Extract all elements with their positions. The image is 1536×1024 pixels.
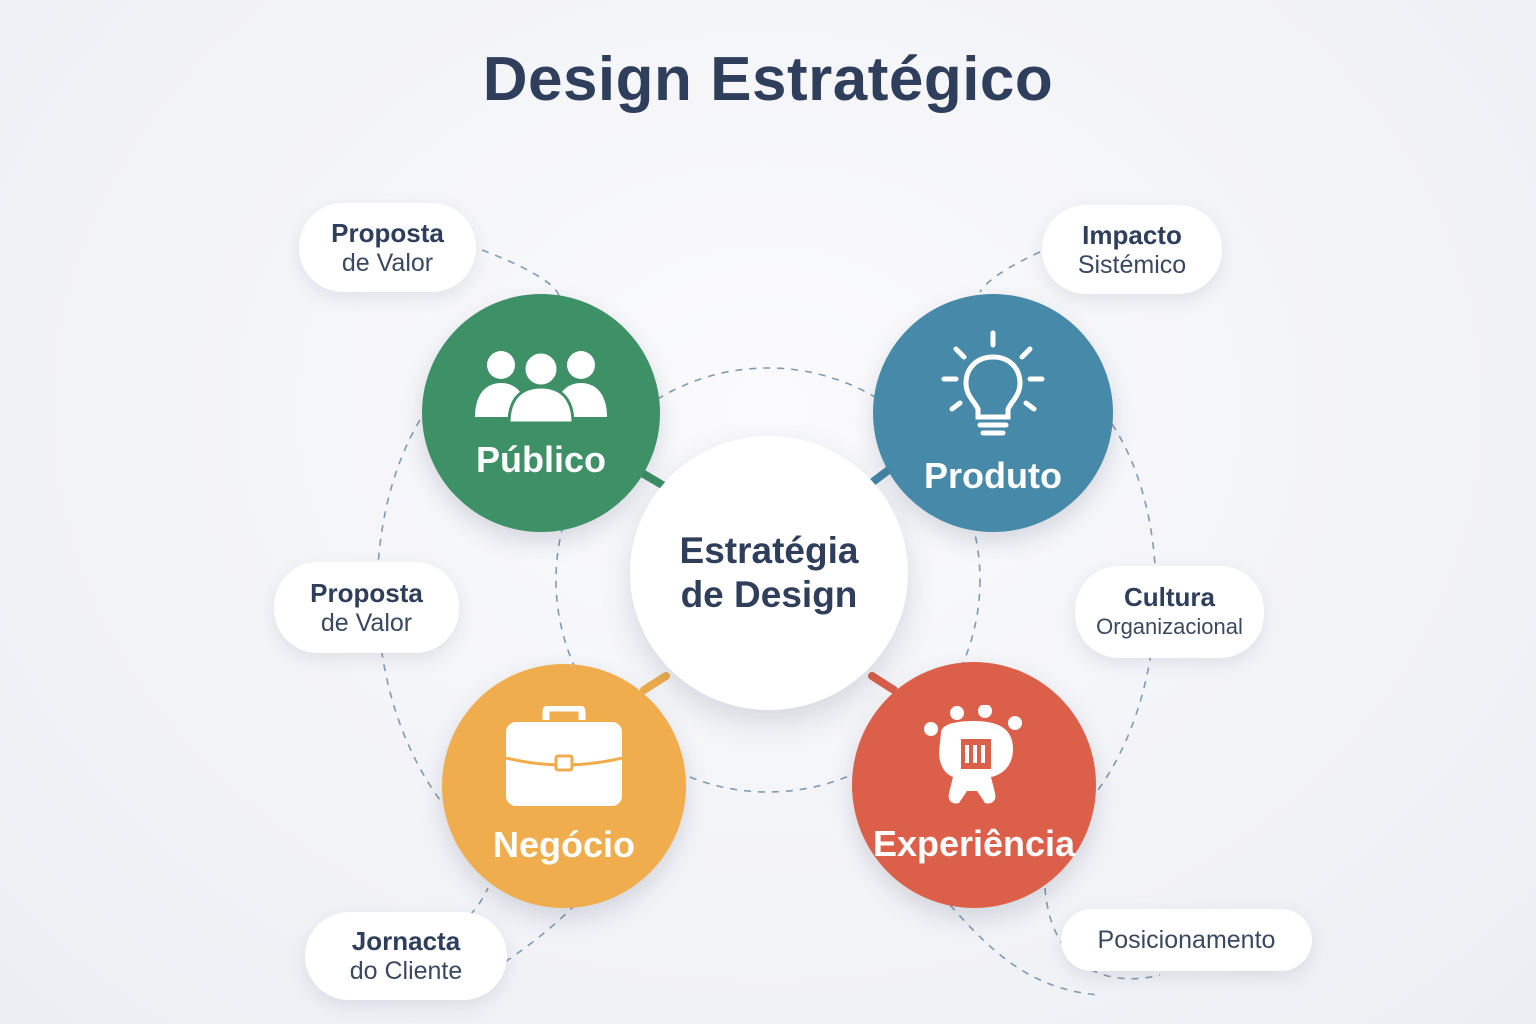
center-line-2: de Design [680, 574, 858, 615]
node-label: Negócio [492, 824, 635, 865]
connector-experiencia [868, 672, 898, 694]
pill-title: Proposta [310, 577, 423, 608]
pill-proposta-valor-mid[interactable]: Proposta de Valor [274, 562, 459, 653]
pill-label: Posicionamento [1097, 926, 1276, 954]
node-negocio[interactable]: Negócio [442, 664, 686, 908]
node-label: Produto [924, 455, 1062, 496]
pill-jornada-cliente[interactable]: Jornacta do Cliente [305, 912, 507, 1000]
node-publico[interactable]: Público [422, 294, 660, 532]
node-label: Público [475, 439, 606, 480]
pill-subtitle: de Valor [320, 608, 413, 637]
inner-dashed-ring [555, 367, 981, 793]
lightbulb-icon [941, 330, 1045, 436]
pill-title: Cultura [1124, 582, 1215, 612]
people-group-icon [475, 350, 607, 425]
experience-mascot-icon [924, 705, 1022, 804]
pill-title: Impacto [1082, 219, 1182, 250]
page-title: Design Estratégico [482, 45, 1054, 114]
center-node[interactable]: Estratégia de Design [630, 436, 908, 710]
pill-title: Proposta [331, 217, 444, 248]
pill-cultura-organizacional[interactable]: Cultura Organizacional [1075, 566, 1264, 658]
connector-publico [638, 469, 668, 490]
pill-proposta-valor-top[interactable]: Proposta de Valor [299, 203, 476, 292]
dashed-curve-right [979, 251, 1157, 791]
pill-subtitle: do Cliente [349, 957, 463, 985]
pill-subtitle: Organizacional [1096, 614, 1243, 639]
connector-negocio [640, 672, 670, 694]
dashed-curve-left [376, 249, 561, 801]
node-label: Experiência [872, 823, 1076, 864]
pill-impacto-sistemico[interactable]: Impacto Sistémico [1042, 205, 1222, 294]
pill-posicionamento[interactable]: Posicionamento [1061, 909, 1312, 971]
center-line-1: Estratégia [679, 530, 859, 571]
briefcase-icon [505, 706, 623, 806]
pill-subtitle: de Valor [341, 248, 434, 277]
pill-subtitle: Sistémico [1077, 250, 1187, 279]
node-experiencia[interactable]: Experiência [852, 662, 1096, 908]
pill-title: Jornacta [351, 926, 461, 956]
node-produto[interactable]: Produto [873, 294, 1113, 532]
